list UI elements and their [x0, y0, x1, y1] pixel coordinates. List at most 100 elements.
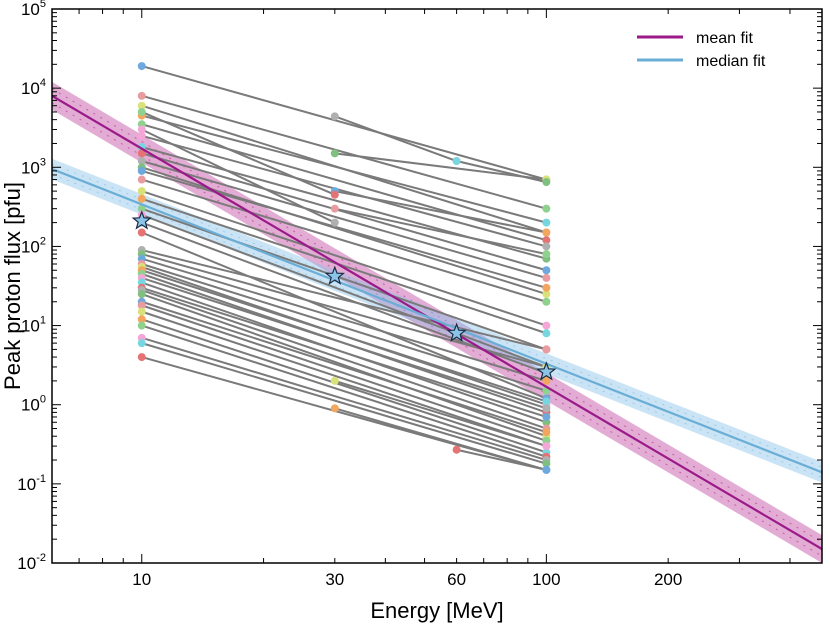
star-marker: [324, 265, 345, 285]
event-line: [334, 152, 547, 181]
star-marker: [536, 361, 557, 381]
event-point: [542, 290, 551, 299]
event-point: [137, 91, 146, 100]
event-point: [542, 228, 551, 237]
event-point: [542, 442, 551, 451]
event-line: [456, 448, 547, 471]
event-point: [137, 175, 146, 184]
event-point: [137, 321, 146, 330]
event-point: [330, 204, 339, 213]
event-point: [137, 194, 146, 203]
event-point: [542, 404, 551, 413]
event-point: [137, 125, 146, 134]
star-markers: [131, 210, 557, 381]
event-point: [137, 301, 146, 310]
event-line: [141, 231, 547, 400]
x-tick-label: 60: [447, 570, 466, 589]
fit-band-edge: [52, 163, 822, 468]
event-point: [330, 404, 339, 413]
event-point: [542, 321, 551, 330]
event-point: [330, 190, 339, 199]
event-point: [542, 329, 551, 338]
event-line: [141, 213, 547, 368]
axis-ticks: [51, 8, 822, 564]
event-point: [542, 428, 551, 437]
event-line: [141, 134, 547, 248]
y-tick-label: 101: [21, 315, 46, 336]
event-line: [334, 207, 547, 256]
event-point: [330, 376, 339, 385]
event-point: [452, 445, 461, 454]
event-line: [334, 407, 547, 471]
y-tick-label: 105: [21, 0, 46, 19]
event-line: [141, 336, 547, 461]
y-tick-label: 10-1: [17, 473, 46, 494]
fit-line-mean: [52, 94, 822, 551]
event-line: [141, 286, 547, 418]
event-line: [141, 324, 547, 458]
event-point: [330, 218, 339, 227]
event-point: [137, 315, 146, 324]
y-tick-label: 10-2: [17, 552, 46, 573]
y-axis-label: Peak proton flux [pfu]: [0, 182, 25, 390]
event-point: [542, 397, 551, 406]
event-point: [542, 204, 551, 213]
event-point: [542, 465, 551, 474]
event-point: [542, 412, 551, 421]
event-line: [141, 123, 547, 242]
event-line: [141, 263, 547, 392]
event-line: [141, 152, 547, 272]
event-line: [141, 178, 547, 303]
event-point: [542, 178, 551, 187]
event-point: [137, 228, 146, 237]
event-point: [542, 345, 551, 354]
y-tick-label: 102: [21, 235, 46, 256]
fit-band-edge: [52, 88, 822, 543]
event-point: [137, 101, 146, 110]
fit-lines: [52, 94, 822, 551]
event-point: [542, 459, 551, 468]
x-tick-label: 10: [132, 570, 151, 589]
event-line: [141, 342, 547, 465]
event-point: [137, 353, 146, 362]
event-line: [141, 190, 547, 327]
x-tick-label: 100: [532, 570, 560, 589]
event-point: [542, 218, 551, 227]
event-point: [137, 166, 146, 175]
plot-frame: [51, 8, 823, 564]
event-point: [542, 273, 551, 282]
x-axis-label: Energy [MeV]: [370, 598, 503, 623]
event-point: [542, 250, 551, 259]
event-point: [330, 112, 339, 121]
event-point: [137, 107, 146, 116]
event-point: [137, 62, 146, 71]
event-line: [141, 310, 547, 448]
event-line: [334, 115, 457, 162]
y-tick-label: 103: [21, 156, 46, 177]
scatter-points: [137, 62, 551, 474]
event-point: [137, 149, 146, 158]
event-line: [141, 269, 547, 403]
event-line: [334, 379, 547, 448]
event-point: [542, 376, 551, 385]
event-point: [452, 157, 461, 166]
y-tick-label: 104: [21, 77, 46, 98]
event-line: [141, 94, 547, 210]
event-line: [141, 197, 547, 335]
event-point: [137, 204, 146, 213]
event-line: [141, 276, 547, 410]
event-line: [141, 257, 547, 382]
event-point: [137, 290, 146, 299]
event-point: [542, 242, 551, 251]
event-point: [137, 157, 146, 166]
legend-label: mean fit: [696, 30, 753, 47]
event-lines: [141, 65, 547, 471]
event-point: [542, 266, 551, 275]
fit-band-edge: [52, 102, 822, 557]
event-point: [137, 187, 146, 196]
event-point: [542, 297, 551, 306]
star-marker: [446, 322, 467, 342]
